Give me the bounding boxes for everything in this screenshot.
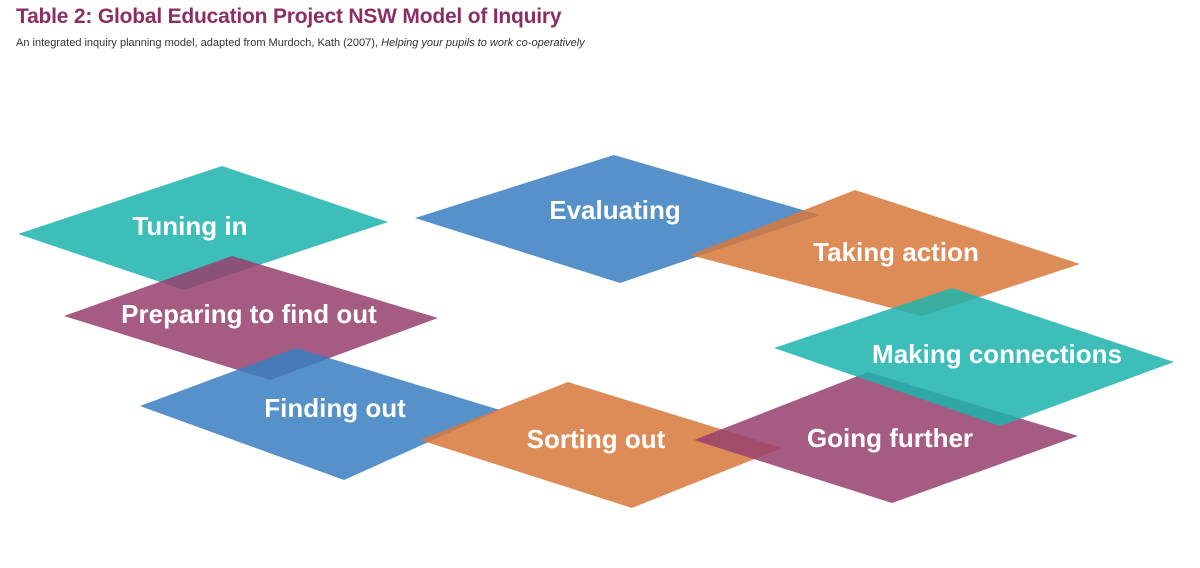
stage-diamond-sorting-out <box>420 382 782 508</box>
stage-label-making-connections: Making connections <box>872 339 1122 369</box>
subtitle-book-title: Helping your pupils to work co-operative… <box>381 37 585 49</box>
stage-diamond-evaluating <box>415 155 820 283</box>
stage-diamond-finding-out <box>140 348 500 480</box>
stage-diamond-preparing-to-find-out <box>64 256 438 380</box>
stage-diamond-tuning-in <box>18 166 388 290</box>
stage-diamond-making-connections <box>774 288 1174 426</box>
subtitle-text: An integrated inquiry planning model, ad… <box>16 37 382 49</box>
stage-label-preparing-to-find-out: Preparing to find out <box>121 299 377 329</box>
page-subtitle: An integrated inquiry planning model, ad… <box>16 36 1176 50</box>
stage-label-evaluating: Evaluating <box>549 195 680 225</box>
stage-label-sorting-out: Sorting out <box>527 424 666 454</box>
stage-label-taking-action: Taking action <box>813 237 979 267</box>
stage-label-finding-out: Finding out <box>264 393 406 423</box>
header: Table 2: Global Education Project NSW Mo… <box>16 4 1176 50</box>
page-title: Table 2: Global Education Project NSW Mo… <box>16 5 562 28</box>
stage-label-tuning-in: Tuning in <box>132 211 247 241</box>
stage-diamond-going-further <box>694 372 1078 503</box>
stage-label-going-further: Going further <box>807 423 973 453</box>
stage-diamond-taking-action <box>690 190 1080 316</box>
